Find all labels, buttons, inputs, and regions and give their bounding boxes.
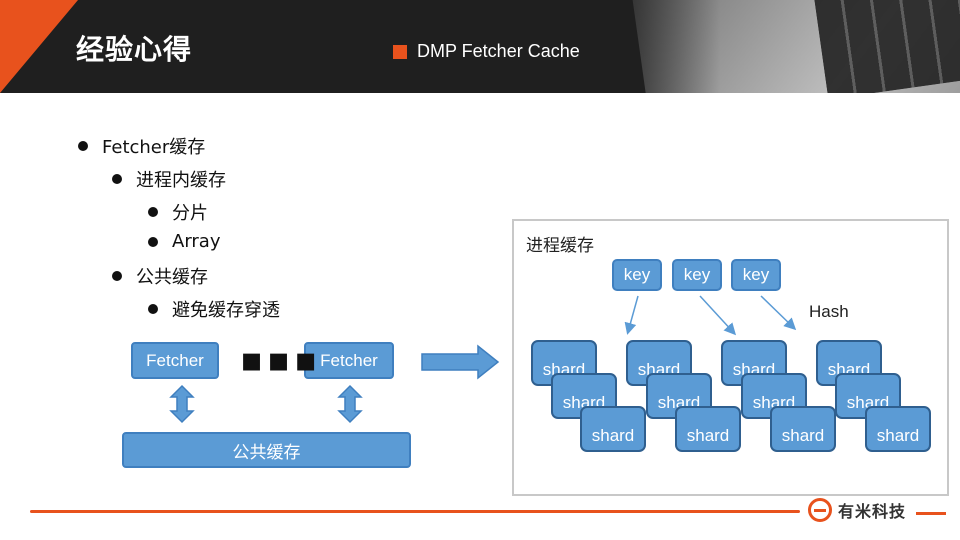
- shard-box: shard: [675, 406, 741, 452]
- shard-box: shard: [865, 406, 931, 452]
- bullet-dot-icon: [148, 207, 158, 217]
- key-box: key: [731, 259, 781, 291]
- bullet-item: Array: [148, 231, 220, 252]
- bullet-item: 分片: [148, 199, 208, 225]
- bullet-text: 分片: [172, 203, 208, 224]
- bullet-text: 公共缓存: [136, 267, 208, 288]
- header-fade: [600, 0, 720, 93]
- double-arrow-right-icon: [337, 384, 363, 424]
- brand-logo: 有米科技: [808, 498, 906, 522]
- section-tag: DMP Fetcher Cache: [393, 41, 580, 62]
- double-arrow-left-icon: [169, 384, 195, 424]
- orange-wedge-decoration: [0, 0, 78, 93]
- shared-cache-box: 公共缓存: [122, 432, 411, 468]
- keyboard-image: [807, 0, 960, 93]
- footer-accent-line: [30, 510, 800, 513]
- bullet-dot-icon: [78, 141, 88, 151]
- bullet-item: Fetcher缓存: [78, 133, 205, 159]
- footer-accent-line-right: [916, 512, 946, 515]
- brand-name: 有米科技: [838, 502, 907, 521]
- bullet-dot-icon: [148, 304, 158, 314]
- process-cache-title: 进程缓存: [526, 236, 594, 256]
- right-arrow-icon: [421, 344, 500, 380]
- bullet-dot-icon: [112, 174, 122, 184]
- ellipsis-dots: ▪▪▪: [240, 340, 322, 380]
- brand-mark-icon: [808, 498, 832, 522]
- bullet-item: 公共缓存: [112, 263, 208, 289]
- hash-label: Hash: [809, 302, 849, 321]
- bullet-dot-icon: [112, 271, 122, 281]
- shard-box: shard: [770, 406, 836, 452]
- shard-box: shard: [580, 406, 646, 452]
- bullet-text: 避免缓存穿透: [172, 300, 280, 321]
- bullet-dot-icon: [148, 236, 158, 247]
- key-box: key: [612, 259, 662, 291]
- bullet-item: 进程内缓存: [112, 166, 226, 192]
- header-band: [0, 0, 960, 93]
- bullet-text: Fetcher缓存: [102, 137, 206, 158]
- bullet-item: 避免缓存穿透: [148, 296, 280, 322]
- fetcher-box-right: Fetcher: [304, 342, 394, 379]
- key-box: key: [672, 259, 722, 291]
- section-label: DMP Fetcher Cache: [417, 41, 580, 61]
- fetcher-box-left: Fetcher: [131, 342, 219, 379]
- bullet-text: Array: [172, 231, 221, 252]
- bullet-text: 进程内缓存: [136, 170, 226, 191]
- page-title: 经验心得: [76, 33, 193, 66]
- orange-square-icon: [393, 44, 407, 59]
